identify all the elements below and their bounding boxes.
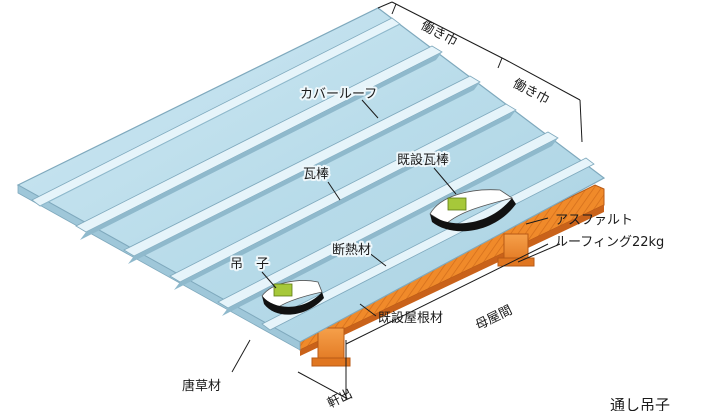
leader-lines <box>231 99 549 373</box>
label-asphalt-2: ルーフィング22kg <box>555 235 664 250</box>
label-eave-overhang: 軒出 <box>325 387 355 411</box>
purlin-dims <box>297 243 561 400</box>
existing-tile-rod <box>429 189 516 232</box>
label-karakusa: 唐草材 <box>182 378 221 394</box>
caption-fragment: 通し吊子 <box>610 396 670 411</box>
label-existing-tile-rod: 既設瓦棒 <box>397 152 449 168</box>
hanger-front <box>273 283 293 297</box>
roof-ribs <box>31 17 595 331</box>
hanger-cutaway <box>261 280 324 315</box>
working-width-dims <box>377 1 583 143</box>
label-asphalt-1: アスファルト <box>555 213 633 228</box>
label-insulation: 断熱材 <box>332 243 371 258</box>
label-purlin-spacing: 母屋間 <box>473 303 515 334</box>
hanger-back <box>447 197 467 211</box>
purlin-block-front <box>311 327 351 367</box>
label-cover-roof: カバールーフ <box>300 87 377 102</box>
label-hanger: 吊 子 <box>230 257 269 272</box>
label-existing-roof-material: 既設屋根材 <box>378 310 443 326</box>
label-tile-rod: 瓦棒 <box>303 167 329 182</box>
